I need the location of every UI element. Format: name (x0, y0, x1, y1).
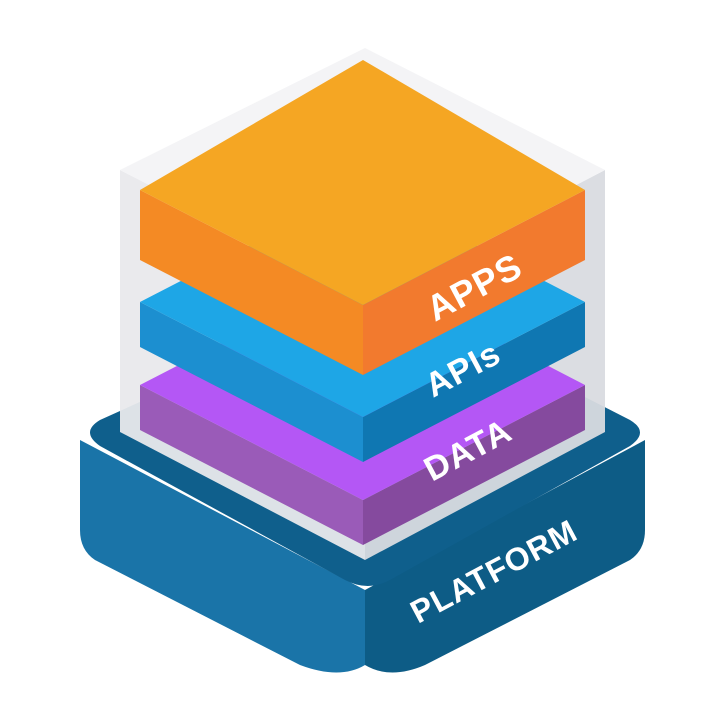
layer-stack-diagram: PLATFORM DATA APIs APPS (0, 0, 720, 720)
stack-canvas: PLATFORM DATA APIs APPS (0, 0, 720, 720)
